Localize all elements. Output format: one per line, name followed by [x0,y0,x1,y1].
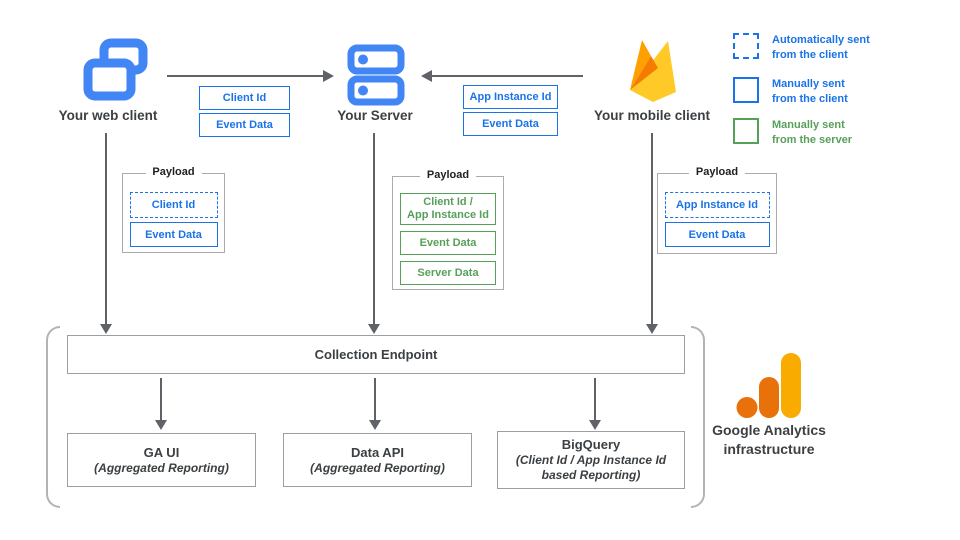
bigquery-title: BigQuery [561,437,621,452]
arrowhead-down-icon [368,324,380,334]
web-client-icon [83,38,148,101]
legend-line: Manually sent [772,119,845,131]
arrowhead-left-icon [421,70,432,82]
payload-item-label: Client Id [151,199,196,211]
mobile-client-label: Your mobile client [593,108,710,123]
subtitle-text: (Client Id / App Instance Id based Repor… [515,453,667,482]
payload-item-app-instance-id: App Instance Id [664,192,770,218]
edge-tag-label: Event Data [482,118,539,130]
payload-item-label: Event Data [145,228,202,241]
arrow-web-down [105,133,107,324]
arrowhead-down-icon [589,420,601,430]
payload-item-server-data: Server Data [400,261,496,285]
legend-line: from the client [772,49,848,61]
web-client-label: Your web client [58,108,158,123]
bigquery-box: BigQuery (Client Id / App Instance Id ba… [497,431,685,489]
payload-title: Payload [688,166,746,178]
payload-box-server: Payload Client Id / App Instance Id Even… [392,169,504,290]
subtitle-text: (Aggregated Reporting) [94,460,229,475]
firebase-icon [630,40,676,102]
infrastructure-bracket-right [691,326,705,508]
legend-text-manual-client: Manually sent from the client [772,77,902,107]
payload-title: Payload [419,169,477,181]
arrow-endpoint-to-gaui [160,378,162,420]
data-api-title: Data API [351,444,404,460]
arrowhead-down-icon [155,420,167,430]
payload-item-label: Client Id / [423,196,473,208]
ga-ui-title: GA UI [143,444,180,460]
arrowhead-down-icon [369,420,381,430]
collection-endpoint-box: Collection Endpoint [67,335,685,374]
arrow-mobile-to-server [432,75,583,77]
payload-item-event-data: Event Data [129,222,218,247]
payload-box-mobile: Payload App Instance Id Event Data [657,166,777,254]
subtitle-text: (Aggregated Reporting) [310,460,445,475]
arrow-server-down [373,133,375,324]
payload-item-label: Event Data [688,228,746,241]
legend-text-auto-client: Automatically sent from the client [772,33,902,63]
edge-tag-label: Event Data [216,119,273,131]
data-api-subtitle: (Aggregated Reporting) [310,461,445,476]
ga-ui-box: GA UI (Aggregated Reporting) [67,433,256,487]
payload-item-client-id: Client Id [129,192,218,218]
payload-item-client-or-app-id: Client Id / App Instance Id [400,193,496,225]
legend-line: from the server [772,134,853,146]
arrow-web-to-server [167,75,324,77]
payload-title: Payload [145,166,202,178]
bigquery-subtitle: (Client Id / App Instance Id based Repor… [502,453,680,483]
arrowhead-down-icon [646,324,658,334]
edge-tag-label: Client Id [222,92,267,104]
payload-item-label: App Instance Id [676,199,758,211]
google-analytics-logo-icon [736,353,801,418]
arrow-mobile-down [651,133,653,324]
payload-item-label: Server Data [417,267,479,279]
edge-tag-event-data-web: Event Data [199,113,290,137]
legend-swatch-manual-client-icon [733,77,759,103]
server-icon [347,44,405,106]
data-api-box: Data API (Aggregated Reporting) [283,433,472,487]
legend-line: from the client [772,93,848,105]
edge-tag-client-id: Client Id [199,86,290,110]
arrowhead-right-icon [323,70,334,82]
arrowhead-down-icon [100,324,112,334]
arrow-endpoint-to-bigquery [594,378,596,420]
payload-item-event-data: Event Data [664,222,770,247]
arrow-endpoint-to-dataapi [374,378,376,420]
infrastructure-label-line: Google Analytics [712,422,826,438]
legend-line: Automatically sent [772,34,870,46]
edge-tag-app-instance-id: App Instance Id [463,85,558,109]
payload-item-label: App Instance Id [407,209,489,221]
legend-swatch-auto-client-icon [733,33,759,59]
edge-tag-event-data-mobile: Event Data [463,112,558,136]
infrastructure-label-line: infrastructure [723,441,815,457]
infrastructure-label: Google Analytics infrastructure [694,421,844,459]
collection-endpoint-label: Collection Endpoint [314,347,438,362]
edge-tag-label: App Instance Id [469,91,552,103]
payload-item-event-data: Event Data [400,231,496,255]
infrastructure-bracket-left [46,326,60,508]
legend-line: Manually sent [772,78,845,90]
payload-box-web: Payload Client Id Event Data [122,166,225,253]
legend-text-manual-server: Manually sent from the server [772,118,902,148]
legend-swatch-manual-server-icon [733,118,759,144]
ga-ui-subtitle: (Aggregated Reporting) [94,461,229,476]
payload-item-label: Event Data [419,237,477,249]
server-label: Your Server [337,108,413,123]
